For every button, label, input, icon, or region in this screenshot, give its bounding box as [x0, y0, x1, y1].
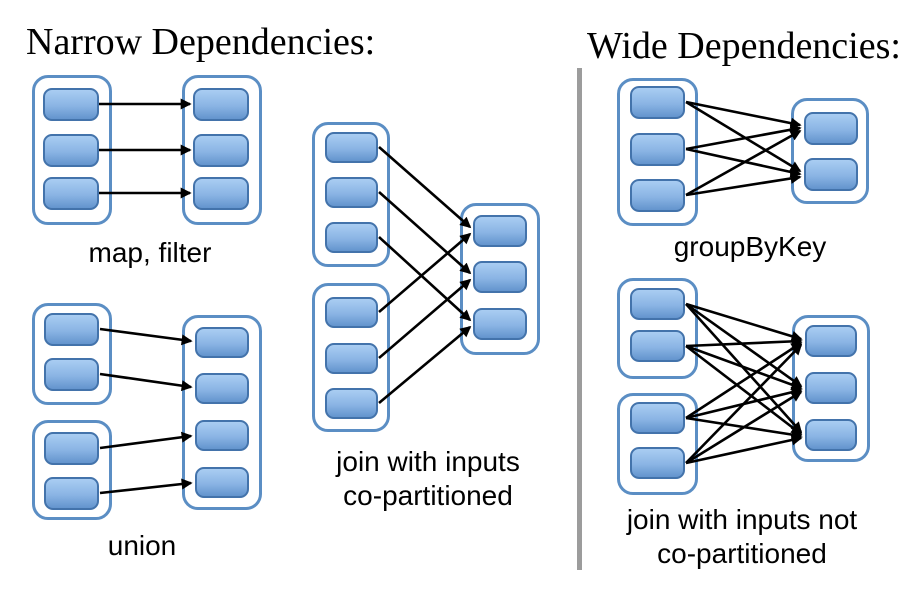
dependency-arrow-join-co-partitioned-5 — [378, 278, 472, 359]
partition-box-join-not-co-partitioned-2-1 — [630, 402, 685, 434]
partition-box-group-by-key-1-1 — [630, 86, 685, 119]
partition-box-join-co-partitioned-1-3 — [325, 222, 378, 253]
partition-box-union-2-1 — [44, 432, 99, 465]
partition-box-map-filter-2-2 — [193, 134, 249, 167]
partition-box-join-not-co-partitioned-2-2 — [630, 447, 685, 479]
section-divider — [577, 68, 582, 570]
operation-label-map-filter-line-1: map, filter — [88, 237, 212, 268]
dependency-arrow-join-not-co-partitioned-6 — [685, 344, 803, 436]
dependency-arrow-join-not-co-partitioned-1 — [685, 302, 803, 342]
partition-box-map-filter-1-3 — [43, 177, 99, 210]
partition-box-union-2-2 — [44, 477, 99, 510]
dependency-arrow-group-by-key-3 — [685, 124, 802, 151]
dependency-arrow-join-not-co-partitioned-11 — [685, 390, 803, 465]
dependency-arrow-group-by-key-1 — [685, 100, 802, 129]
partition-box-join-co-partitioned-3-3 — [473, 308, 527, 340]
partition-box-join-not-co-partitioned-3-1 — [805, 325, 857, 357]
operation-label-join-co-partitioned-line-2: co-partitioned — [343, 480, 513, 511]
dependency-arrow-join-not-co-partitioned-2 — [685, 302, 803, 388]
partition-box-join-co-partitioned-2-3 — [325, 388, 378, 419]
partition-box-join-co-partitioned-1-1 — [325, 132, 378, 163]
partition-box-join-co-partitioned-3-2 — [473, 261, 527, 293]
dependency-arrow-join-co-partitioned-3 — [378, 236, 472, 322]
narrow-dependencies-title: Narrow Dependencies: — [26, 21, 376, 63]
dependency-arrow-join-not-co-partitioned-5 — [685, 344, 803, 390]
partition-box-union-1-2 — [44, 358, 99, 391]
partition-box-map-filter-1-2 — [43, 134, 99, 167]
dependency-arrow-group-by-key-5 — [685, 129, 802, 197]
dependency-arrow-join-co-partitioned-1 — [378, 146, 472, 229]
partition-box-join-not-co-partitioned-1-1 — [630, 288, 685, 320]
partition-box-union-3-2 — [195, 373, 249, 404]
dependency-arrow-group-by-key-4 — [685, 147, 802, 178]
operation-label-group-by-key-line-1: groupByKey — [673, 231, 827, 262]
operation-label-join-not-co-partitioned-line-1: join with inputs not — [626, 504, 858, 535]
partition-box-union-3-4 — [195, 467, 249, 498]
partition-box-join-co-partitioned-1-2 — [325, 177, 378, 208]
operation-label-join-co-partitioned-line-1: join with inputs — [336, 446, 520, 477]
partition-box-group-by-key-2-2 — [804, 158, 858, 191]
partition-box-join-not-co-partitioned-1-2 — [630, 330, 685, 362]
dependency-arrow-join-co-partitioned-2 — [378, 191, 472, 275]
partition-box-map-filter-2-3 — [193, 177, 249, 210]
operation-label-group-by-key: groupByKey — [674, 230, 827, 264]
partition-box-union-3-1 — [195, 327, 249, 358]
dependency-arrow-group-by-key-2 — [685, 100, 802, 173]
partition-box-join-co-partitioned-2-1 — [325, 297, 378, 328]
dependency-arrow-join-not-co-partitioned-10 — [685, 343, 803, 464]
operation-label-map-filter: map, filter — [89, 236, 212, 270]
partition-box-join-not-co-partitioned-3-2 — [805, 372, 857, 404]
partition-box-join-co-partitioned-2-2 — [325, 343, 378, 374]
partition-box-group-by-key-1-3 — [630, 179, 685, 212]
wide-dependencies-title: Wide Dependencies: — [587, 25, 901, 67]
dependency-arrow-join-not-co-partitioned-8 — [685, 386, 803, 420]
partition-box-union-3-3 — [195, 420, 249, 451]
dependency-arrow-join-co-partitioned-4 — [378, 232, 472, 313]
partition-box-union-1-1 — [44, 313, 99, 346]
partition-box-join-co-partitioned-3-1 — [473, 215, 527, 247]
dependency-arrow-union-4 — [99, 478, 193, 495]
partition-box-map-filter-2-1 — [193, 88, 249, 121]
operation-label-union-line-1: union — [107, 530, 177, 561]
dependency-arrow-union-3 — [99, 431, 193, 450]
dependency-arrow-join-not-co-partitioned-3 — [685, 303, 803, 434]
dependency-arrow-join-not-co-partitioned-7 — [685, 341, 803, 420]
dependency-arrow-join-co-partitioned-6 — [378, 325, 472, 404]
dependency-arrow-join-not-co-partitioned-4 — [685, 335, 803, 348]
dependency-arrow-join-not-co-partitioned-12 — [685, 434, 803, 465]
partition-box-map-filter-1-1 — [43, 88, 99, 121]
dependency-arrow-group-by-key-6 — [685, 173, 802, 197]
partition-box-group-by-key-1-2 — [630, 133, 685, 166]
partition-box-join-not-co-partitioned-3-3 — [805, 419, 857, 451]
partition-box-group-by-key-2-1 — [804, 112, 858, 145]
dependency-arrow-union-2 — [99, 372, 193, 392]
dependency-arrow-union-1 — [99, 327, 193, 346]
dependency-arrow-join-not-co-partitioned-9 — [685, 416, 803, 440]
operation-label-union: union — [108, 529, 177, 563]
operation-label-join-not-co-partitioned-line-2: co-partitioned — [657, 538, 827, 569]
